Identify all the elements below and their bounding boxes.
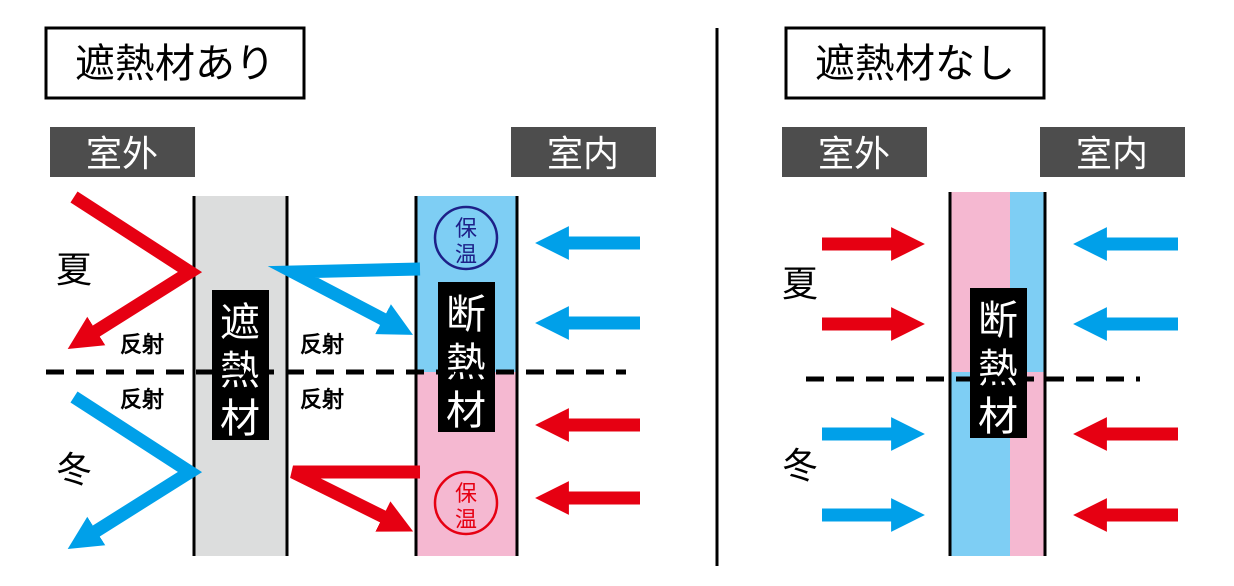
left-panel: 遮熱材あり 室外 室内 遮 熱 材 断 熱 材 保 温 保 温 夏 冬 — [44, 26, 656, 556]
insulation-char-2: 熱 — [446, 340, 486, 386]
shield-char-1: 遮 — [220, 300, 260, 346]
warmth-stamp-winter — [433, 470, 499, 536]
right-title-box — [784, 26, 1046, 100]
right-insulation-char-3: 材 — [978, 394, 1018, 440]
left-outside-header — [50, 127, 195, 177]
left-title-box — [44, 26, 306, 100]
left-winter-label: 冬 — [56, 450, 92, 491]
left-summer-label: 夏 — [56, 250, 92, 291]
right-summer-label: 夏 — [782, 264, 818, 305]
left-inside-header — [511, 127, 656, 177]
summer-reflect-outside-arrow — [67, 191, 203, 350]
right-insulation-char-1: 断 — [978, 298, 1018, 344]
right-outside-label: 室外 — [818, 134, 890, 175]
stamp-winter-char-2: 温 — [455, 508, 477, 533]
warmth-stamp-summer — [433, 205, 499, 271]
right-inside-header — [1040, 127, 1185, 177]
reflect-label-inside-summer: 反射 — [300, 332, 344, 358]
summer-reflect-inside-arrow — [267, 262, 421, 335]
right-winter-label: 冬 — [782, 446, 818, 487]
left-outside-label: 室外 — [86, 134, 158, 175]
right-insulation-label-box — [970, 288, 1027, 438]
right-title: 遮熱材なし — [815, 41, 1015, 87]
stamp-summer-char-1: 保 — [455, 217, 477, 242]
reflect-label-outside-summer: 反射 — [120, 332, 164, 358]
stamp-summer-char-2: 温 — [455, 243, 477, 268]
right-inside-label: 室内 — [1076, 134, 1148, 175]
right-insulation-char-2: 熱 — [978, 346, 1018, 392]
insulation-char-1: 断 — [446, 292, 486, 338]
reflect-label-inside-winter: 反射 — [300, 387, 344, 413]
shield-char-3: 材 — [220, 396, 260, 442]
winter-reflect-inside-arrow — [290, 465, 420, 532]
insulation-label-box — [438, 282, 495, 432]
left-inside-label: 室内 — [547, 134, 619, 175]
stamp-winter-char-1: 保 — [455, 482, 477, 507]
shield-label-box — [212, 290, 269, 440]
right-outside-header — [782, 127, 927, 177]
winter-reflect-outside-arrow — [67, 391, 203, 550]
left-title: 遮熱材あり — [75, 41, 275, 87]
right-panel: 遮熱材なし 室外 室内 断 熱 材 夏 冬 — [782, 26, 1185, 556]
insulation-char-3: 材 — [446, 388, 486, 434]
reflect-label-outside-winter: 反射 — [120, 387, 164, 413]
